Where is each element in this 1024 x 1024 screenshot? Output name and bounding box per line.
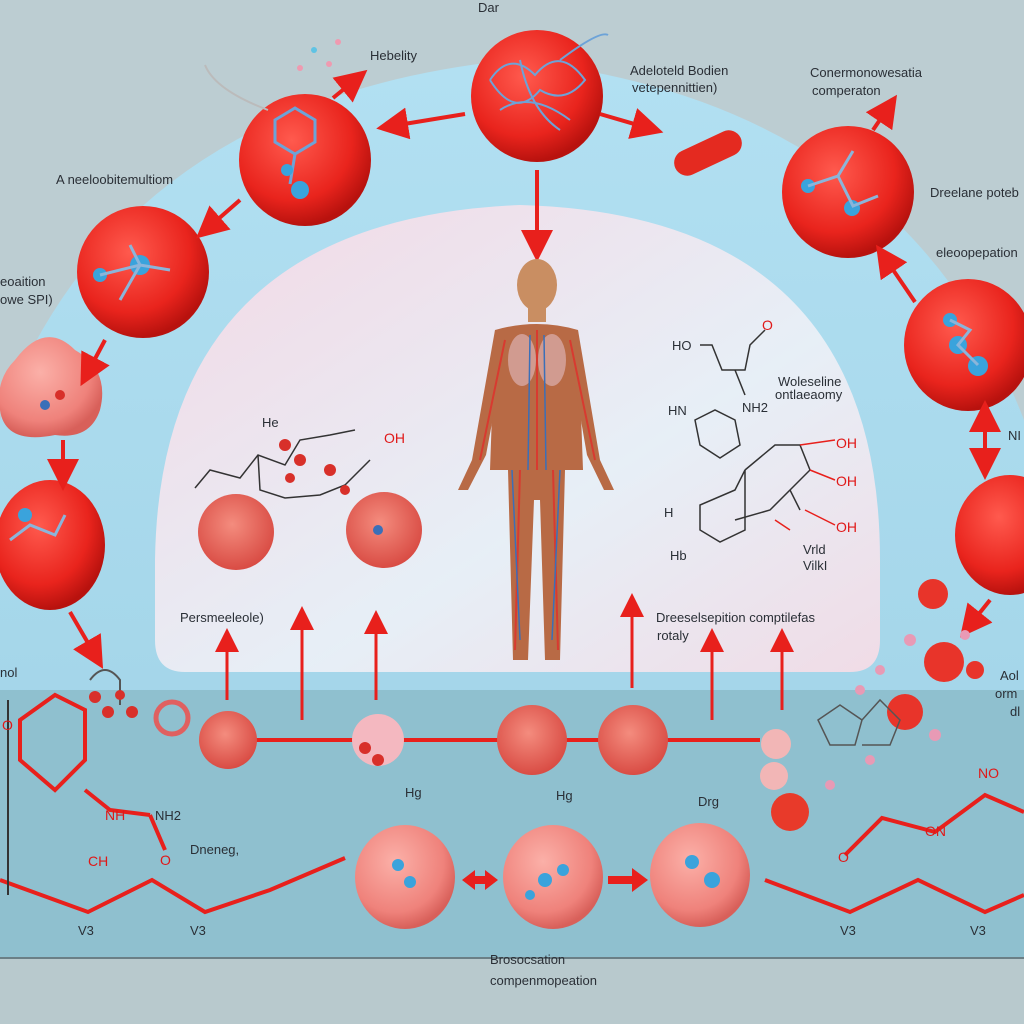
label-annotation-1: Woleseline [778, 374, 841, 389]
chem-v3-1: V3 [78, 923, 94, 938]
chem-oh-3: OH [836, 519, 857, 535]
chem-h-left: H [664, 505, 673, 520]
human-body-figure [458, 259, 614, 660]
label-top-right-1: Adeloteld Bodien [630, 63, 728, 78]
label-bottom-2: compenmopeation [490, 973, 597, 988]
zigzag-chains [0, 692, 1024, 915]
bottom-shelf [0, 958, 1024, 1024]
label-dneneg: Dneneg, [190, 842, 239, 857]
chem-o-top: O [762, 317, 773, 333]
label-inner-left: Persmeeleole) [180, 610, 264, 625]
label-hebelity: Hebelity [370, 48, 417, 63]
cell-left-upper [77, 206, 209, 338]
chem-v3-4: V3 [970, 923, 986, 938]
chem-oh-2: OH [836, 473, 857, 489]
chem-oh-small: OH [384, 430, 405, 446]
label-far-right-1: Conermonowesatia [810, 65, 923, 80]
label-bottom-1: Brosocsation [490, 952, 565, 967]
chem-nh2: NH2 [742, 400, 768, 415]
small-spheres-top [297, 39, 341, 71]
fuzzy-cell-flow-1 [199, 711, 257, 769]
label-right-upper: Dreelane poteb [930, 185, 1019, 200]
label-inner-right-1: Dreeselsepition comptilefas [656, 610, 815, 625]
chem-red-bonds-right [774, 439, 836, 531]
upward-arrows [215, 593, 794, 720]
fuzzy-cell-left-1 [198, 494, 274, 570]
pills-stack-right [760, 729, 809, 831]
label-left-upper: A neeloobitemultiom [56, 172, 173, 187]
label-right-low-2: orm [995, 686, 1017, 701]
chem-o-right: O [838, 849, 849, 865]
label-hg-1: Hg [405, 785, 422, 800]
chem-ho-top: HO [672, 338, 692, 353]
chem-vrld-1: Vrld [803, 542, 826, 557]
pill-capsule [674, 130, 742, 176]
label-right-low-1: Aol [1000, 668, 1019, 683]
chem-structure-lower-right [817, 698, 901, 746]
label-left-low: nol [0, 665, 17, 680]
molecule-lower-left [89, 669, 191, 737]
chem-v3-2: V3 [190, 923, 206, 938]
chem-nh-left: NH [105, 807, 125, 823]
chem-oh-1: OH [836, 435, 857, 451]
label-far-right-2: comperaton [812, 83, 881, 98]
label-drg: Drg [698, 794, 719, 809]
chem-red-atoms-left [279, 439, 350, 495]
chem-nh2-left: NH2 [155, 808, 181, 823]
chem-o-left-top: O [2, 717, 13, 733]
label-hg-2: Hg [556, 788, 573, 803]
chemical-labels: HO O NH2 HN H Hb OH OH OH Vrld VilkI He … [2, 317, 999, 938]
cell-right-mid [904, 279, 1024, 411]
chem-ch-left: CH [88, 853, 108, 869]
labels: Dar Hebelity Adeloteld Bodien vetepennit… [0, 0, 1021, 988]
pink-blob-left [0, 337, 103, 438]
fuzzy-cell-flow-4 [598, 705, 668, 775]
chem-structure-left [194, 429, 371, 499]
cell-left-low [0, 480, 105, 610]
label-right-low-3: dl [1010, 704, 1020, 719]
label-left-mid-1: eoaition [0, 274, 46, 289]
chem-hn-ring: HN [668, 403, 687, 418]
chem-he: He [262, 415, 279, 430]
label-right-edge: NI [1008, 428, 1021, 443]
chem-no-right: NO [978, 765, 999, 781]
label-inner-right-2: rotaly [657, 628, 689, 643]
particles-right [825, 579, 984, 790]
label-left-mid-2: owe SPI) [0, 292, 53, 307]
cell-top-left [204, 64, 371, 226]
pink-cell-flow-2 [352, 714, 404, 766]
label-right-mid: eleoopepation [936, 245, 1018, 260]
chem-vrld-2: VilkI [803, 558, 827, 573]
label-top-right-2: vetepennittien) [632, 80, 717, 95]
bottom-cell-3 [650, 823, 750, 927]
chem-v3-3: V3 [840, 923, 856, 938]
bottom-arrows [462, 868, 648, 892]
cell-right-low [955, 475, 1024, 595]
ring-arrows [47, 69, 1001, 669]
chem-hb: Hb [670, 548, 687, 563]
bottom-cell-2 [503, 825, 603, 929]
cell-top-center [471, 30, 609, 162]
chem-o-left: O [160, 852, 171, 868]
chem-on-right: ON [925, 823, 946, 839]
title-label: Dar [478, 0, 500, 15]
bottom-cell-1 [355, 825, 455, 929]
label-annotation-2: ontlaeaomy [775, 387, 843, 402]
cell-right-upper [782, 126, 914, 258]
fuzzy-cell-left-2 [346, 492, 422, 568]
fuzzy-cell-flow-3 [497, 705, 567, 775]
